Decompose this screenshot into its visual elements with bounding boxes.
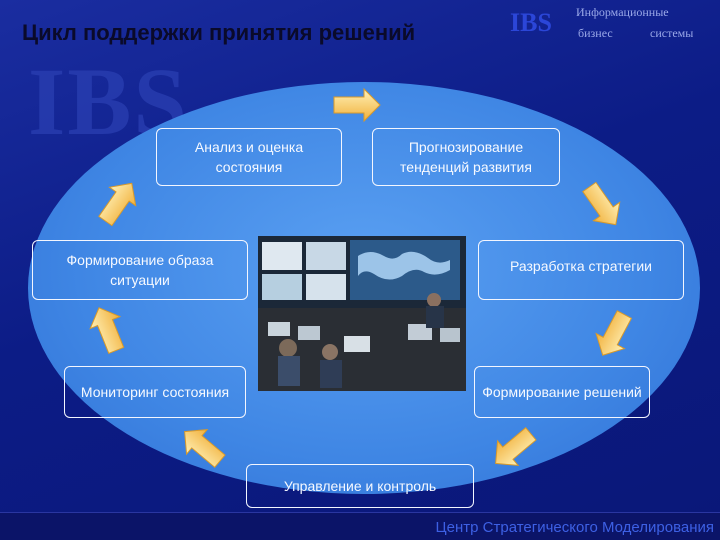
step-strategy: Разработка стратегии: [478, 240, 684, 300]
page-title: Цикл поддержки принятия решений: [22, 20, 416, 45]
step-analysis: Анализ и оценка состояния: [156, 128, 342, 186]
tagline-line2-right: системы: [650, 26, 694, 40]
tagline-line1: Информационные: [576, 5, 669, 19]
step-forecasting: Прогнозирование тенденций развития: [372, 128, 560, 186]
step-decisions: Формирование решений: [474, 366, 650, 418]
ibs-logo: IBS: [510, 8, 552, 37]
footer-text: Центр Стратегического Моделирования: [435, 519, 714, 536]
control-room-photo: [258, 236, 466, 391]
tagline-line2-left: бизнес: [578, 26, 613, 40]
step-situation-image: Формирование образа ситуации: [32, 240, 248, 300]
footer-bar: [0, 512, 720, 540]
step-control: Управление и контроль: [246, 464, 474, 508]
step-monitoring: Мониторинг состояния: [64, 366, 246, 418]
